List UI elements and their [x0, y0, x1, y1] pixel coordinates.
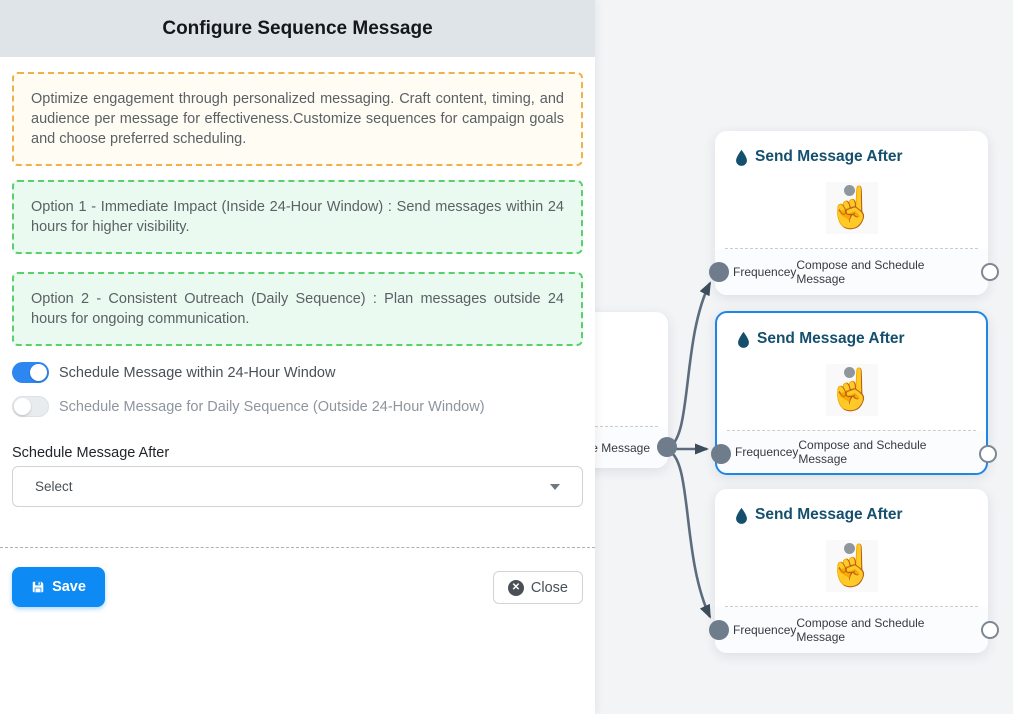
- toggle-24hour-window[interactable]: [12, 362, 49, 383]
- frequency-label[interactable]: Frequencey: [733, 265, 797, 279]
- output-port[interactable]: [979, 445, 997, 463]
- frequency-label[interactable]: Frequencey: [735, 445, 799, 459]
- node-divider: [595, 426, 658, 427]
- water-drop-icon: [736, 507, 747, 524]
- flow-canvas[interactable]: ce Message Send Message After ☝ Frequenc…: [595, 0, 1013, 714]
- water-drop-icon: [736, 149, 747, 166]
- water-drop-icon: [738, 331, 749, 348]
- node-title: Send Message After: [755, 506, 903, 523]
- option2-note: Option 2 - Consistent Outreach (Daily Se…: [12, 272, 583, 346]
- close-icon: ✕: [507, 579, 524, 596]
- node-divider: [725, 606, 978, 607]
- footer-divider: [0, 547, 595, 548]
- send-message-after-node-3[interactable]: Send Message After ☝ Frequencey Compose …: [709, 489, 999, 653]
- select-value: Select: [35, 479, 73, 494]
- toggle-24hour-window-label: Schedule Message within 24-Hour Window: [59, 364, 336, 381]
- compose-schedule-label[interactable]: Compose and Schedule Message: [796, 616, 925, 644]
- save-button-label: Save: [52, 579, 86, 595]
- node-divider: [727, 430, 976, 431]
- target-handle[interactable]: [711, 444, 731, 464]
- option1-note: Option 1 - Immediate Impact (Inside 24-H…: [12, 180, 583, 254]
- save-floppy-icon: [32, 581, 44, 593]
- node-title: Send Message After: [755, 148, 903, 165]
- info-note: Optimize engagement through personalized…: [12, 72, 583, 166]
- node-title: Send Message After: [757, 330, 905, 347]
- frequency-label[interactable]: Frequencey: [733, 623, 797, 637]
- click-hand-icon[interactable]: ☝: [825, 182, 878, 234]
- schedule-after-select[interactable]: Select: [12, 466, 583, 507]
- compose-schedule-label[interactable]: Compose and Schedule Message: [796, 258, 925, 286]
- output-port[interactable]: [981, 263, 999, 281]
- compose-schedule-label[interactable]: Compose and Schedule Message: [798, 438, 927, 466]
- toggle-daily-sequence[interactable]: [12, 396, 49, 417]
- source-handle[interactable]: [657, 437, 677, 457]
- source-node-footer-label: ce Message: [595, 440, 650, 455]
- schedule-after-label: Schedule Message After: [12, 445, 170, 461]
- target-handle[interactable]: [709, 620, 729, 640]
- send-message-after-node-2[interactable]: Send Message After ☝ Frequencey Compose …: [711, 311, 997, 475]
- page-title: Configure Sequence Message: [162, 17, 433, 39]
- chevron-down-icon: [550, 483, 560, 490]
- node-divider: [725, 248, 978, 249]
- edge-to-bottom-node: [666, 448, 712, 619]
- sequence-source-node[interactable]: ce Message: [595, 312, 677, 468]
- send-message-after-node-1[interactable]: Send Message After ☝ Frequencey Compose …: [709, 131, 999, 295]
- close-button[interactable]: ✕ Close: [492, 571, 583, 604]
- output-port[interactable]: [981, 621, 999, 639]
- target-handle[interactable]: [709, 262, 729, 282]
- toggle-daily-sequence-label: Schedule Message for Daily Sequence (Out…: [59, 398, 485, 415]
- close-button-label: Close: [530, 579, 568, 596]
- click-hand-icon[interactable]: ☝: [825, 540, 878, 592]
- click-hand-icon[interactable]: ☝: [825, 364, 878, 416]
- configure-sequence-panel: Configure Sequence Message Optimize enga…: [0, 0, 595, 607]
- save-button[interactable]: Save: [12, 567, 105, 607]
- edge-to-top-node: [666, 281, 712, 450]
